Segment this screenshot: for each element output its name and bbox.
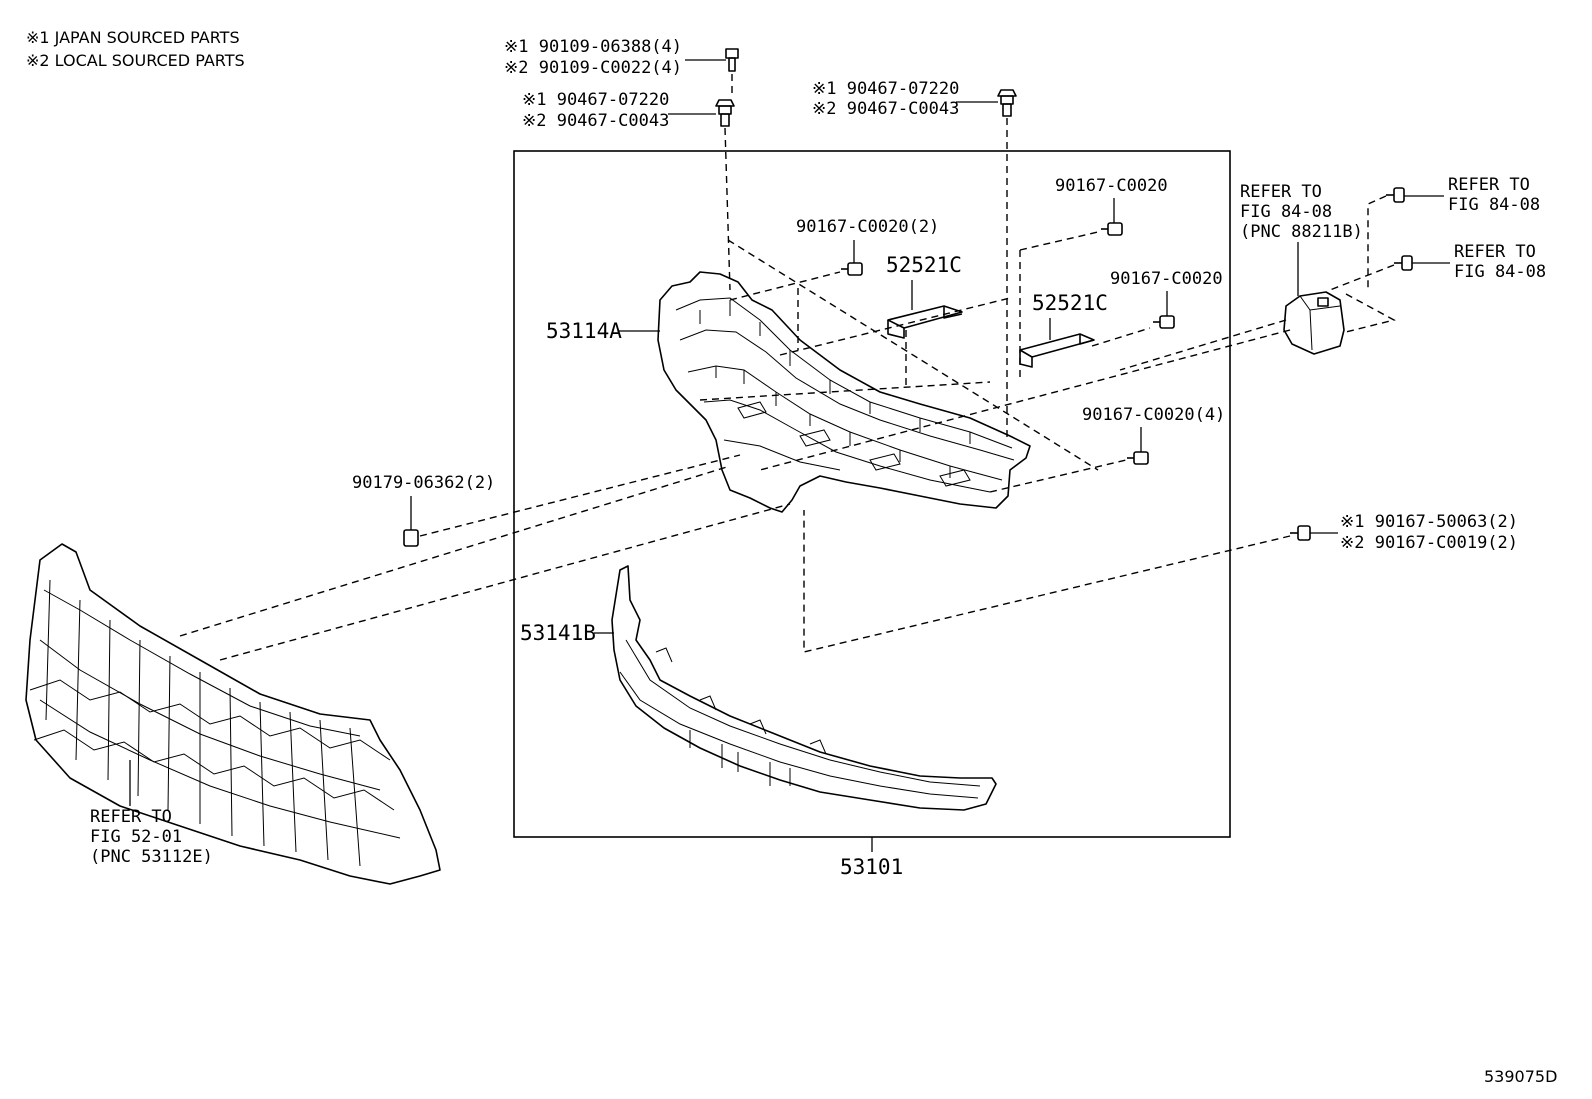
retainer-53114a-shape <box>657 271 1031 513</box>
label-bolt-top-2: ※2 90109-C0022(4) <box>504 58 682 78</box>
label-nut: 90179-06362(2) <box>352 473 495 493</box>
label-clip-right-1: ※1 90467-07220 <box>812 79 959 99</box>
bracket-2-shape <box>1019 333 1095 368</box>
label-bolt-ref-2-a: REFER TO <box>1454 242 1536 262</box>
legend-japan: ※1 JAPAN SOURCED PARTS <box>26 28 240 47</box>
label-screw-d: 90167-C0020(4) <box>1082 405 1225 425</box>
label-sensor-ref-3: (PNC 88211B) <box>1240 222 1363 242</box>
label-bracket-2: 52521C <box>1032 291 1108 315</box>
bolt-ref-2-icon <box>1394 255 1413 271</box>
label-grille-ref-3: (PNC 53112E) <box>90 847 213 867</box>
figure-code: 539075D <box>1484 1067 1557 1086</box>
bracket-1-shape <box>887 305 963 339</box>
label-clip-left-2: ※2 90467-C0043 <box>522 111 669 131</box>
label-retainer: 53114A <box>546 319 622 343</box>
label-screw-b: 90167-C0020 <box>1055 176 1168 196</box>
bolt-ref-1-icon <box>1386 187 1405 203</box>
assembly-frame <box>513 150 1231 838</box>
label-bracket-1: 52521C <box>886 253 962 277</box>
label-clip-left-1: ※1 90467-07220 <box>522 90 669 110</box>
label-bolt-top-1: ※1 90109-06388(4) <box>504 37 682 57</box>
label-bolt-ref-1-b: FIG 84-08 <box>1448 195 1540 215</box>
label-screw-c: 90167-C0020 <box>1110 269 1223 289</box>
label-sensor-ref-2: FIG 84-08 <box>1240 202 1332 222</box>
label-53101: 53101 <box>840 855 903 879</box>
lower-molding-53141b-shape <box>611 565 997 811</box>
radar-sensor-shape <box>1283 291 1345 355</box>
screw-d-icon <box>1127 451 1149 465</box>
screw-a-icon <box>841 262 863 276</box>
radiator-grille-shape <box>25 543 441 885</box>
label-grille-ref-1: REFER TO <box>90 807 172 827</box>
label-screw-a: 90167-C0020(2) <box>796 217 939 237</box>
label-bolt-ref-1-a: REFER TO <box>1448 175 1530 195</box>
clip-right-icon <box>997 89 1017 117</box>
label-sensor-ref-1: REFER TO <box>1240 182 1322 202</box>
legend-local: ※2 LOCAL SOURCED PARTS <box>26 51 245 70</box>
label-grille-ref-2: FIG 52-01 <box>90 827 182 847</box>
label-lower-molding: 53141B <box>520 621 596 645</box>
screw-b-icon <box>1101 222 1123 236</box>
screw-e-icon <box>1290 525 1311 541</box>
clip-left-icon <box>715 99 735 127</box>
label-screw-e-1: ※1 90167-50063(2) <box>1340 512 1518 532</box>
label-clip-right-2: ※2 90467-C0043 <box>812 99 959 119</box>
label-bolt-ref-2-b: FIG 84-08 <box>1454 262 1546 282</box>
nut-icon <box>403 529 419 547</box>
screw-c-icon <box>1153 315 1175 329</box>
bolt-top-icon <box>725 48 739 72</box>
label-screw-e-2: ※2 90167-C0019(2) <box>1340 533 1518 553</box>
